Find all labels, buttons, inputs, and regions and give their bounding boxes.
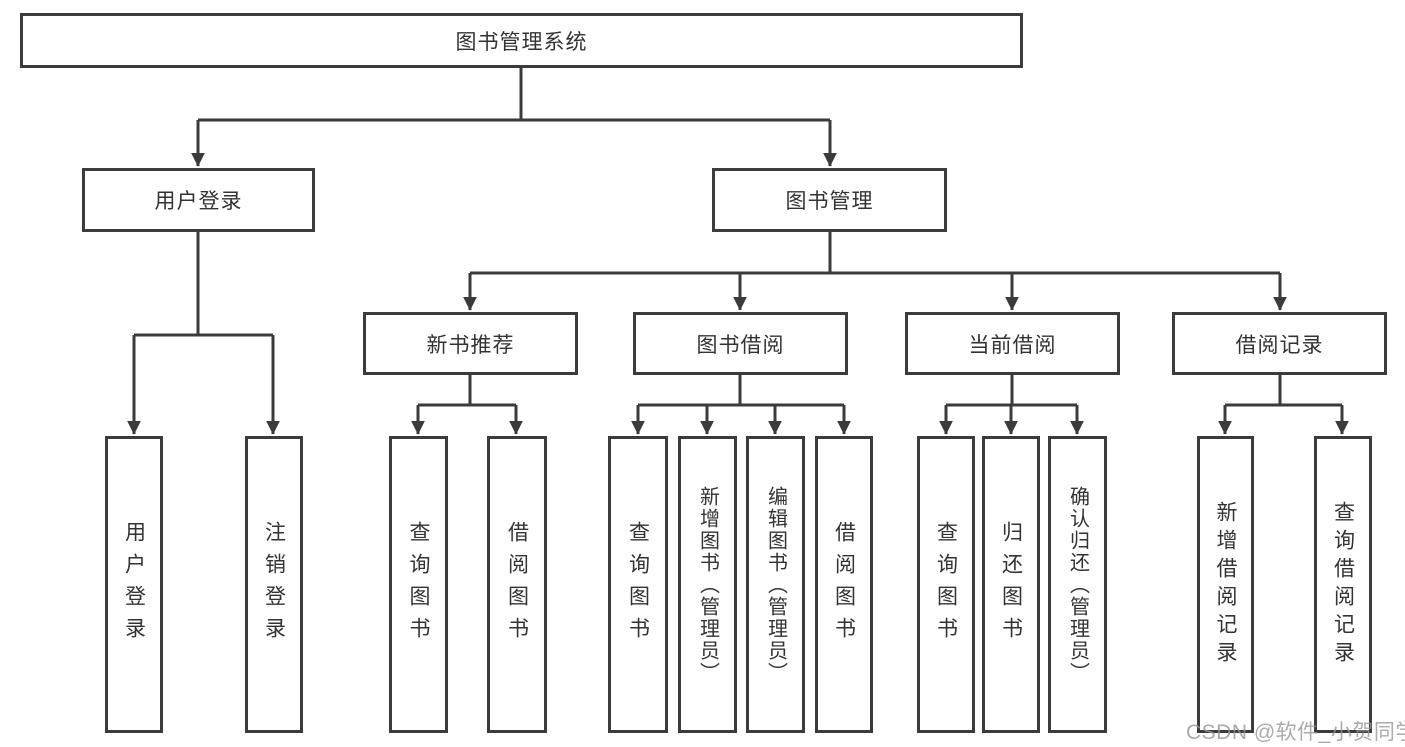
connector-currentborrow-to-leaves xyxy=(939,375,1084,435)
leaf-user-login-label: 用户登录 xyxy=(122,520,146,649)
connector-bookborrow-to-leaves xyxy=(631,375,851,435)
connector-newbook-to-leaves xyxy=(411,375,523,435)
leaf-newbook-query-books-label: 查询图书 xyxy=(407,520,430,649)
node-system-root-label: 图书管理系统 xyxy=(455,30,588,54)
leaf-borrow-query-books: 查询图书 xyxy=(608,436,668,733)
node-book-management: 图书管理 xyxy=(712,168,947,232)
leaf-borrow-query-books-label: 查询图书 xyxy=(626,520,650,649)
connector-root-to-level2 xyxy=(191,68,837,167)
leaf-borrow-edit-books-admin-label: 编辑图书（管理员） xyxy=(764,485,787,684)
connector-bookmgmt-to-level3 xyxy=(463,232,1287,311)
node-user-login-branch-label: 用户登录 xyxy=(154,190,243,213)
leaf-borrow-edit-books-admin: 编辑图书（管理员） xyxy=(746,436,805,733)
node-borrow-records-label: 借阅记录 xyxy=(1235,333,1324,357)
leaf-user-login: 用户登录 xyxy=(105,436,163,733)
leaf-current-confirm-return-admin-label: 确认归还（管理员） xyxy=(1066,485,1089,684)
node-borrow-records: 借阅记录 xyxy=(1172,312,1387,375)
leaf-records-query-record-label: 查询借阅记录 xyxy=(1331,500,1355,669)
node-book-borrow: 图书借阅 xyxy=(633,312,848,375)
leaf-current-confirm-return-admin: 确认归还（管理员） xyxy=(1048,436,1107,733)
node-book-management-label: 图书管理 xyxy=(785,190,874,213)
node-book-borrow-label: 图书借阅 xyxy=(696,333,785,357)
leaf-current-query-books-label: 查询图书 xyxy=(934,520,958,649)
leaf-records-add-record-label: 新增借阅记录 xyxy=(1214,500,1237,669)
node-system-root: 图书管理系统 xyxy=(20,13,1023,68)
leaf-newbook-query-books: 查询图书 xyxy=(389,436,448,733)
connector-records-to-leaves xyxy=(1218,375,1349,435)
leaf-current-query-books: 查询图书 xyxy=(917,436,975,733)
leaf-borrow-borrow-books-label: 借阅图书 xyxy=(832,520,856,649)
leaf-borrow-add-books-admin-label: 新增图书（管理员） xyxy=(696,485,719,684)
node-current-borrow: 当前借阅 xyxy=(905,312,1120,375)
leaf-borrow-add-books-admin: 新增图书（管理员） xyxy=(678,436,737,733)
node-new-book-recommend-label: 新书推荐 xyxy=(426,333,515,357)
leaf-current-return-books: 归还图书 xyxy=(982,436,1040,733)
leaf-logout: 注销登录 xyxy=(245,436,303,733)
csdn-watermark: CSDN @软件_小贺同学 xyxy=(1186,721,1405,744)
connector-userlogin-to-leaves xyxy=(127,232,280,435)
leaf-newbook-borrow-books: 借阅图书 xyxy=(487,436,547,733)
leaf-logout-label: 注销登录 xyxy=(262,520,286,649)
node-current-borrow-label: 当前借阅 xyxy=(968,333,1057,357)
leaf-records-query-record: 查询借阅记录 xyxy=(1314,436,1372,733)
node-user-login-branch: 用户登录 xyxy=(82,168,315,232)
leaf-newbook-borrow-books-label: 借阅图书 xyxy=(505,520,529,649)
node-new-book-recommend: 新书推荐 xyxy=(363,312,578,375)
leaf-records-add-record: 新增借阅记录 xyxy=(1197,436,1254,733)
leaf-borrow-borrow-books: 借阅图书 xyxy=(815,436,873,733)
leaf-current-return-books-label: 归还图书 xyxy=(999,520,1023,649)
